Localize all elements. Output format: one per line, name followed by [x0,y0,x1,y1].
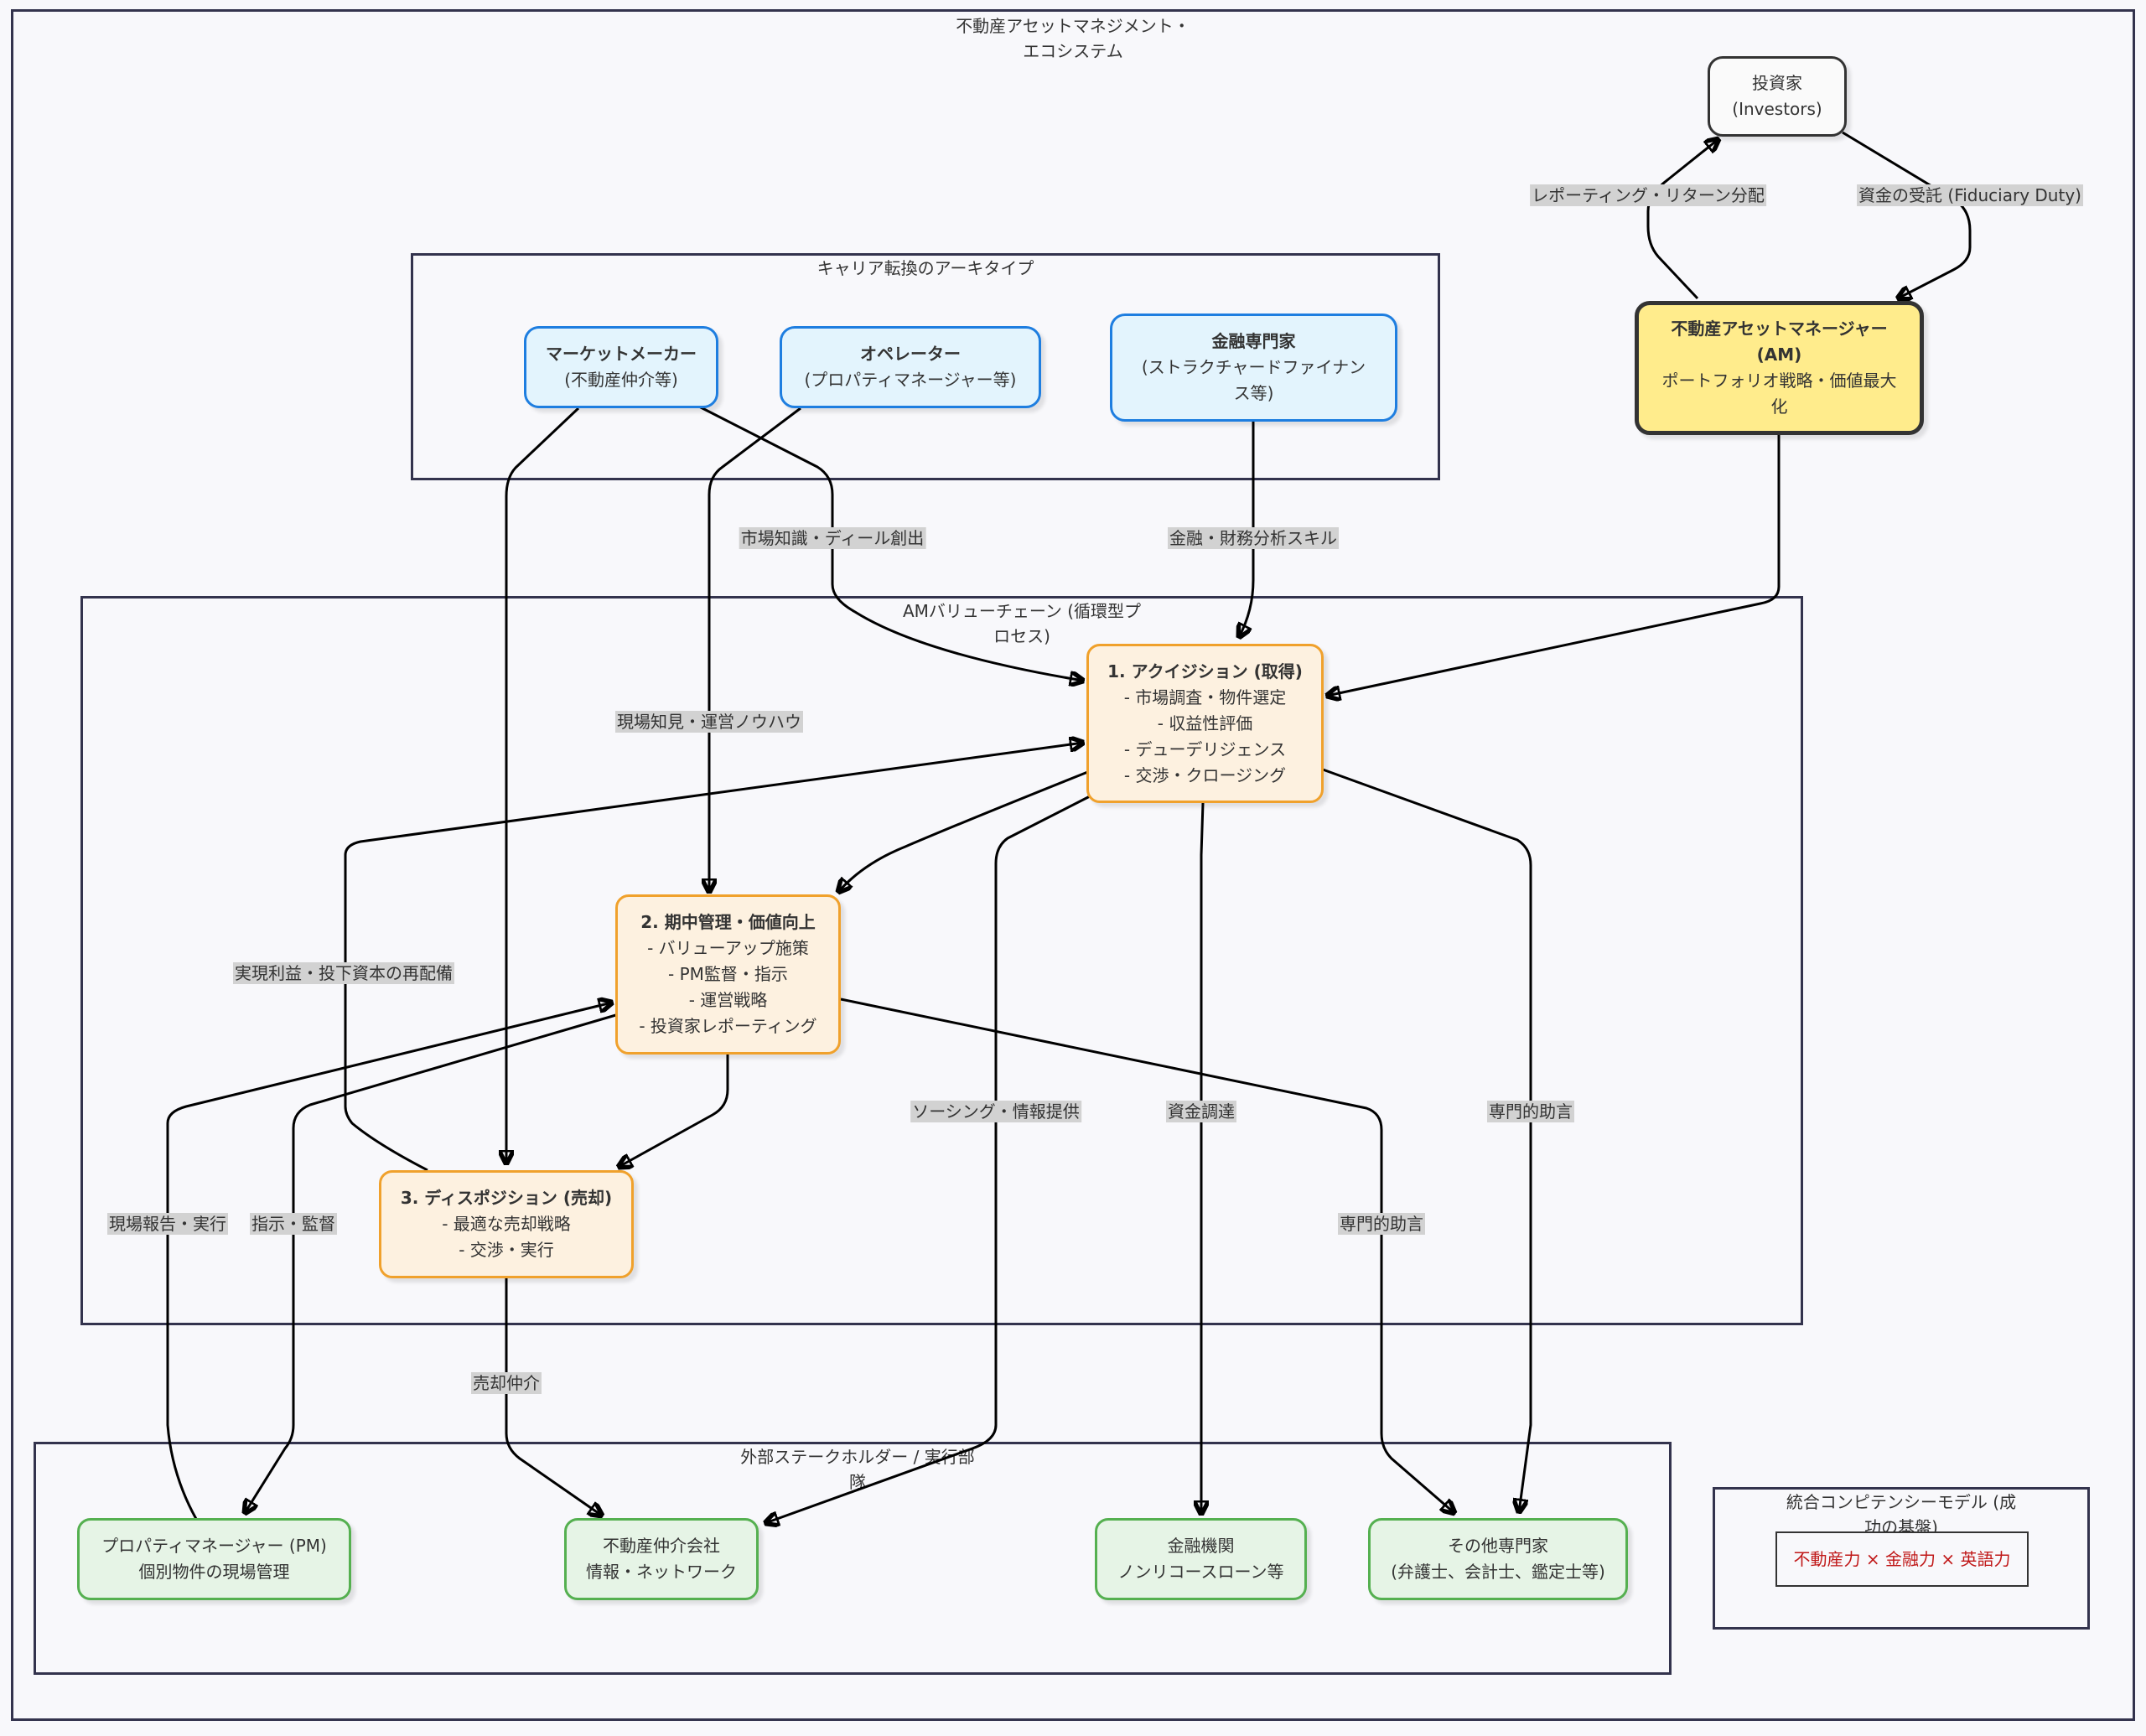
management-line2: - PM監督・指示 [668,964,788,984]
investors-label-line2: (Investors) [1732,99,1822,119]
edge-label-funding: 資金調達 [1166,1101,1236,1122]
edge-acquisition-to-bank [1201,802,1203,1514]
finance-expert-node: 金融専門家 (ストラクチャードファイナン ス等) [1110,314,1397,422]
edge-label-sourcing: ソーシング・情報提供 [910,1101,1081,1122]
edge-label-advice-acquisition: 専門的助言 [1487,1101,1574,1122]
edge-operator-to-management [709,407,801,892]
edge-finance-to-acquisition [1239,422,1255,637]
acquisition-line4: - 交渉・クロージング [1123,764,1287,785]
management-line4: - 投資家レポーティング [639,1016,817,1036]
acquisition-line1: - 市場調査・物件選定 [1123,687,1287,707]
property-manager-line1: プロパティマネージャー (PM) [101,1536,327,1556]
ecosystem-title-line1: 不動産アセットマネジメント・ [956,16,1190,36]
bank-line2: ノンリコースローン等 [1117,1562,1284,1582]
bank-line1: 金融機関 [1167,1536,1235,1556]
management-title: 2. 期中管理・価値向上 [640,912,816,932]
investors-label-line1: 投資家 [1752,73,1802,93]
finance-expert-desc-line2: ス等) [1233,383,1274,403]
edge-market-maker-to-acquisition [697,404,1083,681]
value-chain-cluster: AMバリューチェーン (循環型プ ロセス) [80,596,1803,1325]
market-maker-title: マーケットメーカー [546,344,697,364]
edge-label-finance-skill: 金融・財務分析スキル [1168,527,1339,549]
acquisition-title: 1. アクイジション (取得) [1107,661,1303,681]
edge-label-sale-brokerage: 売却仲介 [471,1372,542,1394]
management-node: 2. 期中管理・価値向上 - バリューアップ施策 - PM監督・指示 - 運営戦… [615,894,841,1055]
disposition-line2: - 交渉・実行 [459,1240,554,1260]
asset-manager-desc-line1: ポートフォリオ戦略・価値最大 [1661,371,1897,391]
asset-manager-node: 不動産アセットマネージャー (AM) ポートフォリオ戦略・価値最大 化 [1635,301,1924,435]
edge-am-to-acquisition [1327,433,1781,696]
disposition-title: 3. ディスポジション (売却) [400,1188,613,1208]
edge-disposition-to-broker [505,1278,602,1516]
competency-title-line1: 統合コンピテンシーモデル (成 [1786,1492,2017,1512]
edge-am-to-investors [1646,139,1718,300]
market-maker-desc: (不動産仲介等) [564,370,678,390]
value-chain-title-line1: AMバリューチェーン (循環型プ [902,601,1142,621]
disposition-node: 3. ディスポジション (売却) - 最適な売却戦略 - 交渉・実行 [379,1170,634,1278]
competency-formula: 不動産力 × 金融力 × 英語力 [1793,1548,2011,1569]
broker-line1: 不動産仲介会社 [603,1536,720,1556]
external-stakeholders-cluster: 外部ステークホルダー / 実行部 隊 [34,1442,1672,1675]
finance-expert-desc-line1: (ストラクチャードファイナン [1141,357,1366,377]
operator-desc: (プロパティマネージャー等) [804,370,1017,390]
broker-line2: 情報・ネットワーク [586,1562,737,1582]
asset-manager-desc-line2: 化 [1770,396,1788,417]
value-chain-title-line2: ロセス) [993,626,1050,646]
edge-management-to-experts [840,998,1454,1513]
edge-label-advice-management: 専門的助言 [1338,1213,1425,1235]
management-line1: - バリューアップ施策 [647,938,809,958]
disposition-line1: - 最適な売却戦略 [442,1214,571,1234]
edge-label-market-knowledge: 市場知識・ディール創出 [739,527,926,549]
edge-pm-to-management [166,1003,612,1520]
acquisition-line3: - デューデリジェンス [1123,738,1287,759]
edge-label-reporting: レポーティング・リターン分配 [1530,184,1766,206]
management-line3: - 運営戦略 [688,990,768,1010]
edge-market-maker-to-disposition [506,407,580,1163]
edge-label-entrust: 資金の受託 (Fiduciary Duty) [1857,184,2083,206]
finance-expert-title: 金融専門家 [1211,331,1296,351]
edge-acquisition-to-experts [1322,768,1532,1512]
operator-title: オペレーター [860,344,961,364]
edge-disposition-to-acquisition [344,743,1083,1172]
operator-node: オペレーター (プロパティマネージャー等) [780,326,1041,408]
asset-manager-title-line1: 不動産アセットマネージャー [1671,319,1888,339]
acquisition-line2: - 収益性評価 [1157,713,1253,733]
edge-label-field-knowhow: 現場知見・運営ノウハウ [615,711,803,733]
edge-acquisition-to-management [838,770,1091,892]
competency-node: 不動産力 × 金融力 × 英語力 [1775,1531,2029,1587]
edge-label-field-report: 現場報告・実行 [107,1213,228,1235]
edge-management-to-pm [245,1013,619,1513]
asset-manager-title-line2: (AM) [1756,345,1802,365]
career-archetypes-cluster: キャリア転換のアーキタイプ [411,253,1440,480]
investors-node: 投資家 (Investors) [1708,56,1847,137]
other-experts-line1: その他専門家 [1448,1536,1548,1556]
edge-label-reinvest: 実現利益・投下資本の再配備 [233,962,454,984]
edge-label-instruct: 指示・監督 [250,1213,337,1235]
property-manager-line2: 個別物件の現場管理 [138,1562,290,1582]
career-archetypes-title: キャリア転換のアーキタイプ [816,258,1034,278]
ecosystem-cluster: 不動産アセットマネジメント・ エコシステム [11,9,2135,1721]
broker-node: 不動産仲介会社 情報・ネットワーク [564,1518,759,1600]
property-manager-node: プロパティマネージャー (PM) 個別物件の現場管理 [77,1518,351,1600]
ecosystem-title-line2: エコシステム [1023,41,1123,61]
other-experts-line2: (弁護士、会計士、鑑定士等) [1391,1562,1605,1582]
acquisition-node: 1. アクイジション (取得) - 市場調査・物件選定 - 収益性評価 - デュ… [1086,644,1324,803]
edge-investors-to-am [1842,131,1972,298]
edge-management-to-disposition [619,1055,729,1167]
other-experts-node: その他専門家 (弁護士、会計士、鑑定士等) [1368,1518,1628,1600]
market-maker-node: マーケットメーカー (不動産仲介等) [524,326,718,408]
bank-node: 金融機関 ノンリコースローン等 [1095,1518,1307,1600]
external-title-line1: 外部ステークホルダー / 実行部 [740,1447,975,1467]
edge-acquisition-to-broker [765,795,1091,1523]
